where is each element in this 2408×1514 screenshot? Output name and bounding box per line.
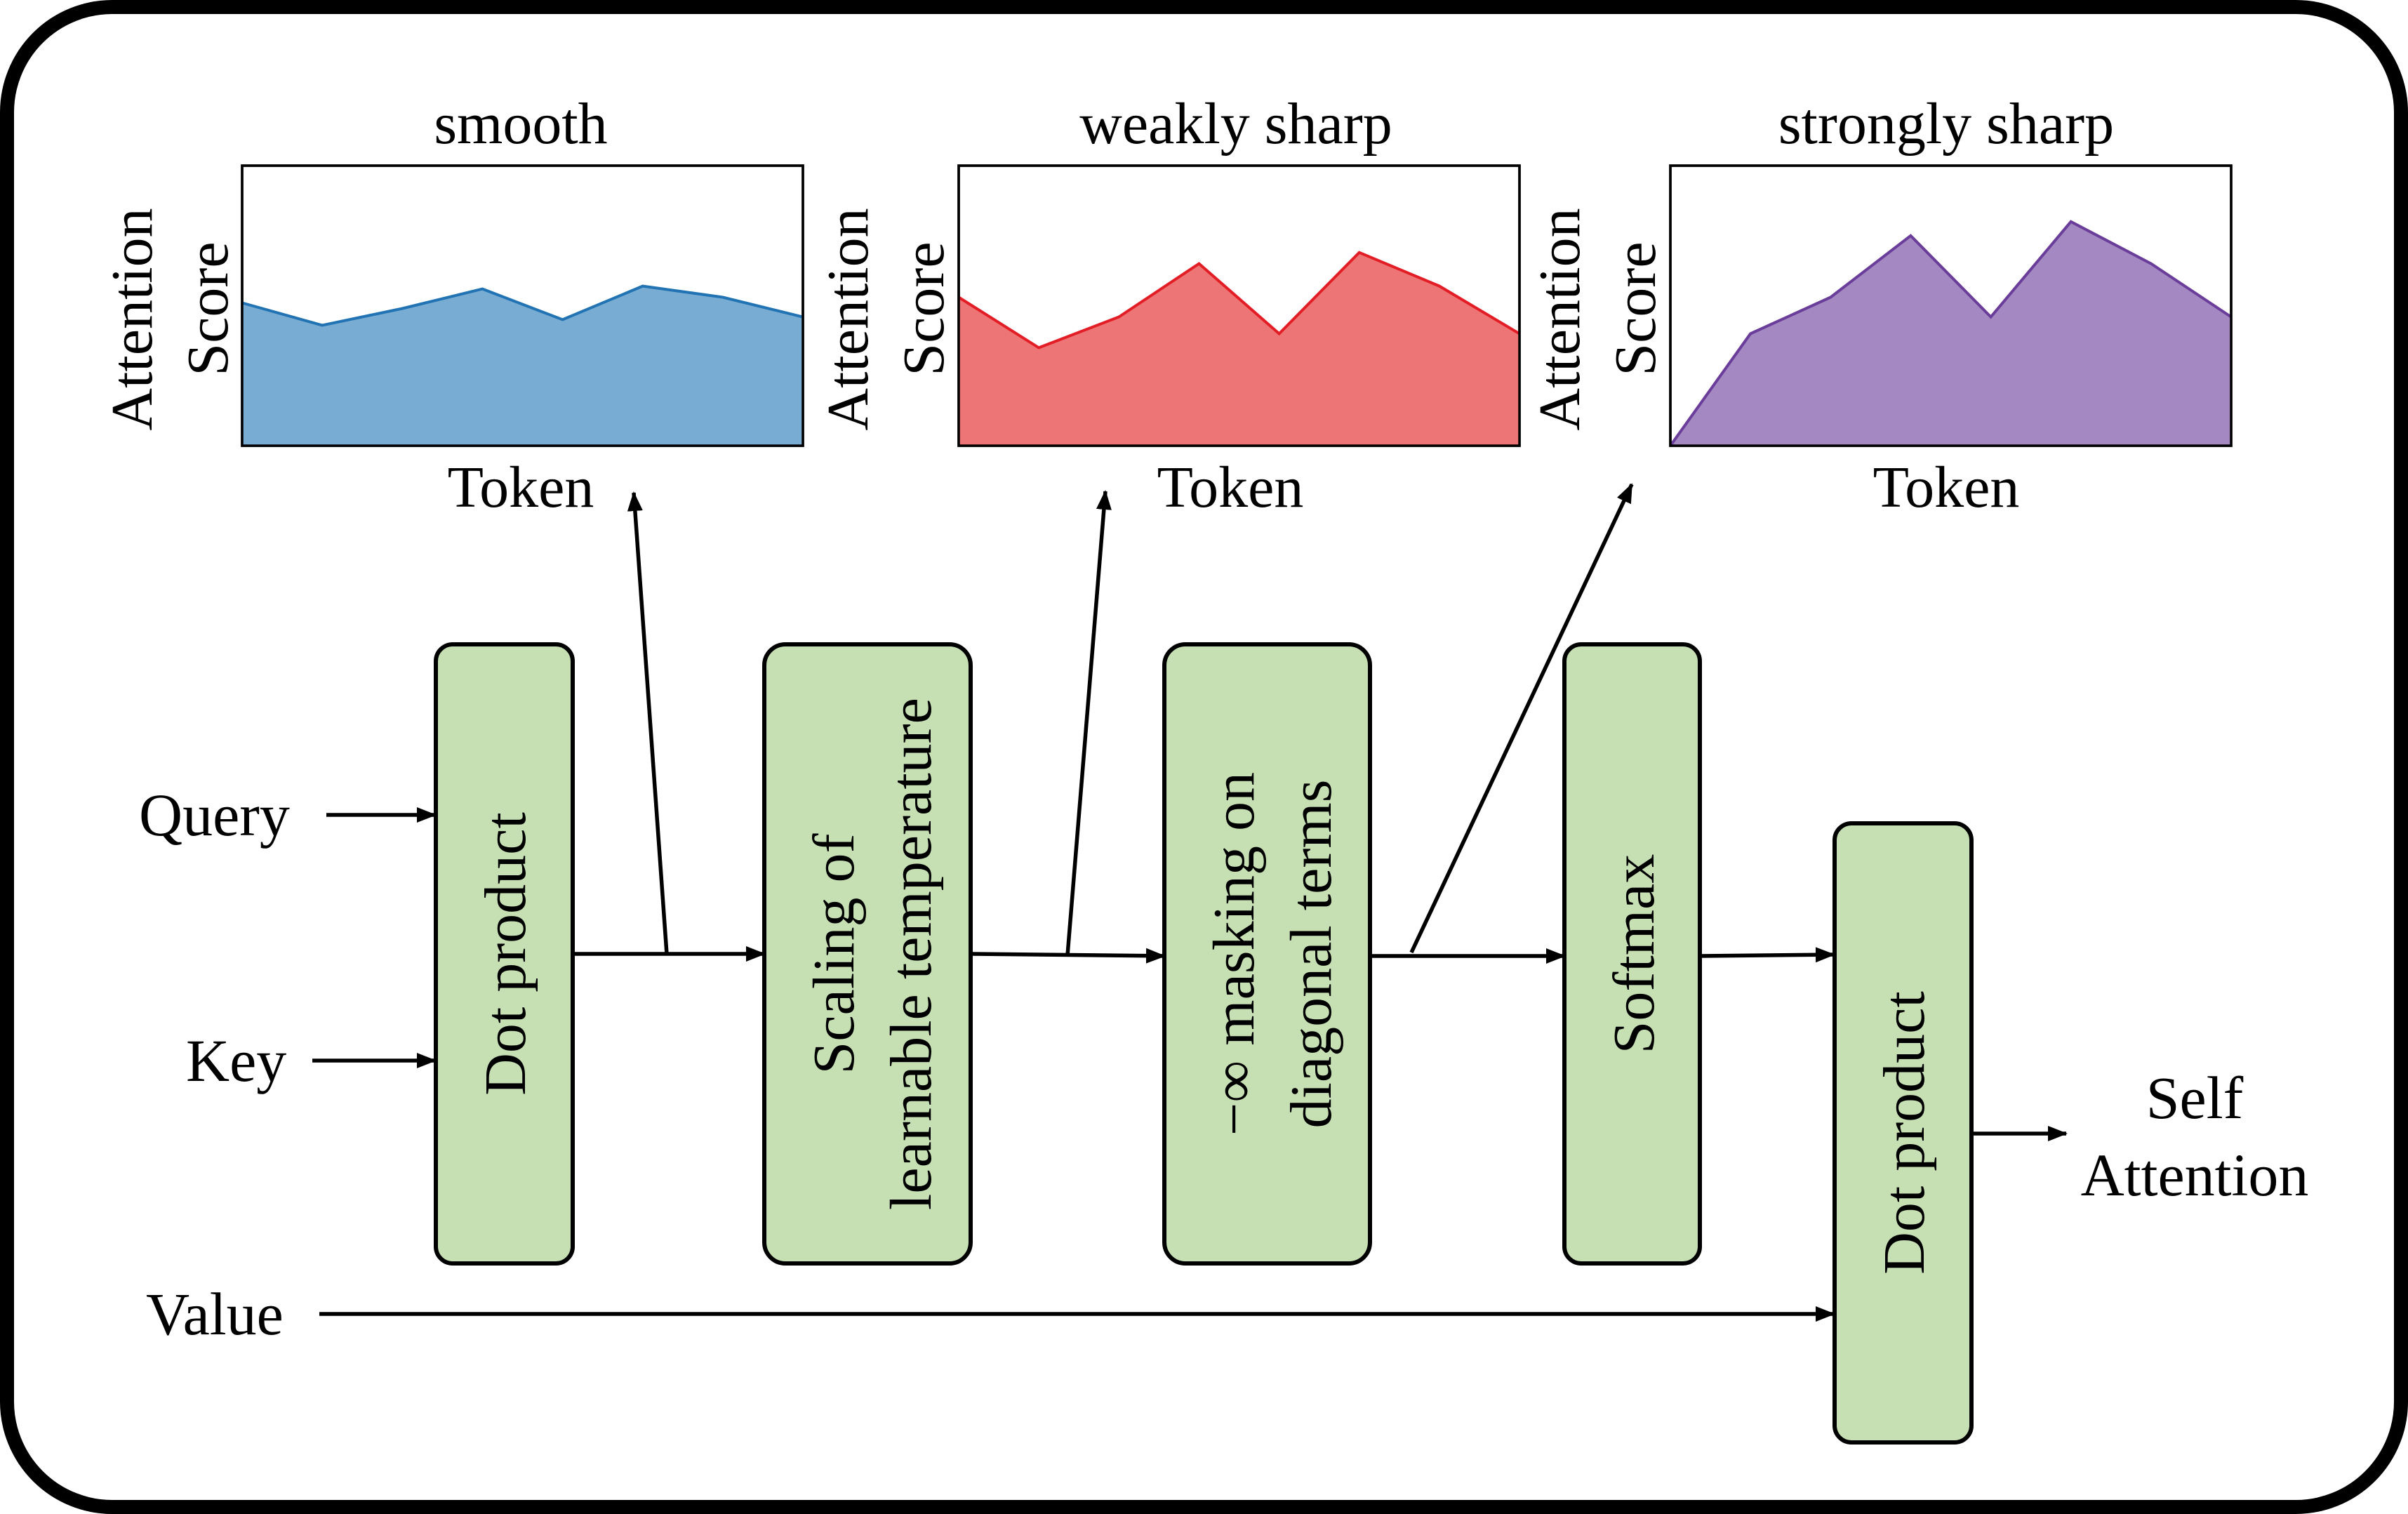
plot-border <box>241 164 804 447</box>
block-softmax: Softmax <box>1562 642 1702 1266</box>
plot-title: weakly sharp <box>1079 91 1392 157</box>
block-label: Dot product <box>1872 991 1937 1275</box>
block-label: Dot product <box>473 812 538 1096</box>
softmax-to-dot-arrow <box>1699 947 1835 963</box>
block-scaling: Scaling of learnable temperature <box>762 642 973 1266</box>
plot-border <box>957 164 1521 447</box>
value-label: Value <box>146 1280 284 1348</box>
plot-weakly-sharp: weakly sharp Attention Score Token <box>816 91 1521 520</box>
branch-to-strongly-sharp-arrow <box>1409 483 1634 954</box>
block-box <box>434 642 575 1266</box>
attention-line <box>1669 220 2233 447</box>
attention-area <box>242 286 803 446</box>
block-box <box>1562 642 1702 1266</box>
query-label: Query <box>139 781 290 849</box>
plot-smooth: smooth Attention Score Token <box>100 91 804 520</box>
y-axis-label-line1: Attention <box>816 208 881 430</box>
block-box <box>762 642 973 1266</box>
branch-to-smooth-arrow <box>627 491 669 955</box>
block-dot-product-1: Dot product <box>434 642 575 1266</box>
block-label-line1: Scaling of <box>801 834 867 1075</box>
block-dot-product-2: Dot product <box>1832 821 1974 1445</box>
attention-line <box>241 284 804 327</box>
y-axis-label-line1: Attention <box>1527 208 1592 430</box>
plot-border <box>1669 164 2233 447</box>
block-label-line2: diagonal terms <box>1279 780 1344 1129</box>
attention-area <box>1670 221 2231 446</box>
key-label: Key <box>186 1027 286 1094</box>
x-axis-label: Token <box>1873 455 2020 520</box>
block-box <box>1162 642 1372 1266</box>
y-axis-label-line2: Score <box>891 241 957 376</box>
y-axis-label-line2: Score <box>175 241 241 376</box>
plot-title: smooth <box>434 91 607 157</box>
x-axis-label: Token <box>448 455 594 520</box>
block-label-line1: −∞ masking on <box>1202 772 1267 1136</box>
attention-line <box>957 251 1521 350</box>
output-label-line1: Self <box>2146 1064 2244 1131</box>
y-axis-label-line1: Attention <box>100 208 165 430</box>
plot-title: strongly sharp <box>1778 91 2114 157</box>
block-box <box>1832 821 1974 1445</box>
branch-to-weakly-sharp-arrow <box>1065 490 1112 956</box>
plot-strongly-sharp: strongly sharp Attention Score Token <box>1527 91 2233 520</box>
y-axis-label-line2: Score <box>1603 241 1668 376</box>
block-label: Softmax <box>1602 854 1667 1054</box>
output-label-line2: Attention <box>2081 1141 2309 1209</box>
x-axis-label: Token <box>1157 455 1304 520</box>
flow-connectors <box>312 483 2068 1322</box>
block-label-line2: learnable temperature <box>879 698 944 1210</box>
attention-area <box>959 252 1519 446</box>
block-masking: −∞ masking on diagonal terms <box>1162 642 1372 1266</box>
